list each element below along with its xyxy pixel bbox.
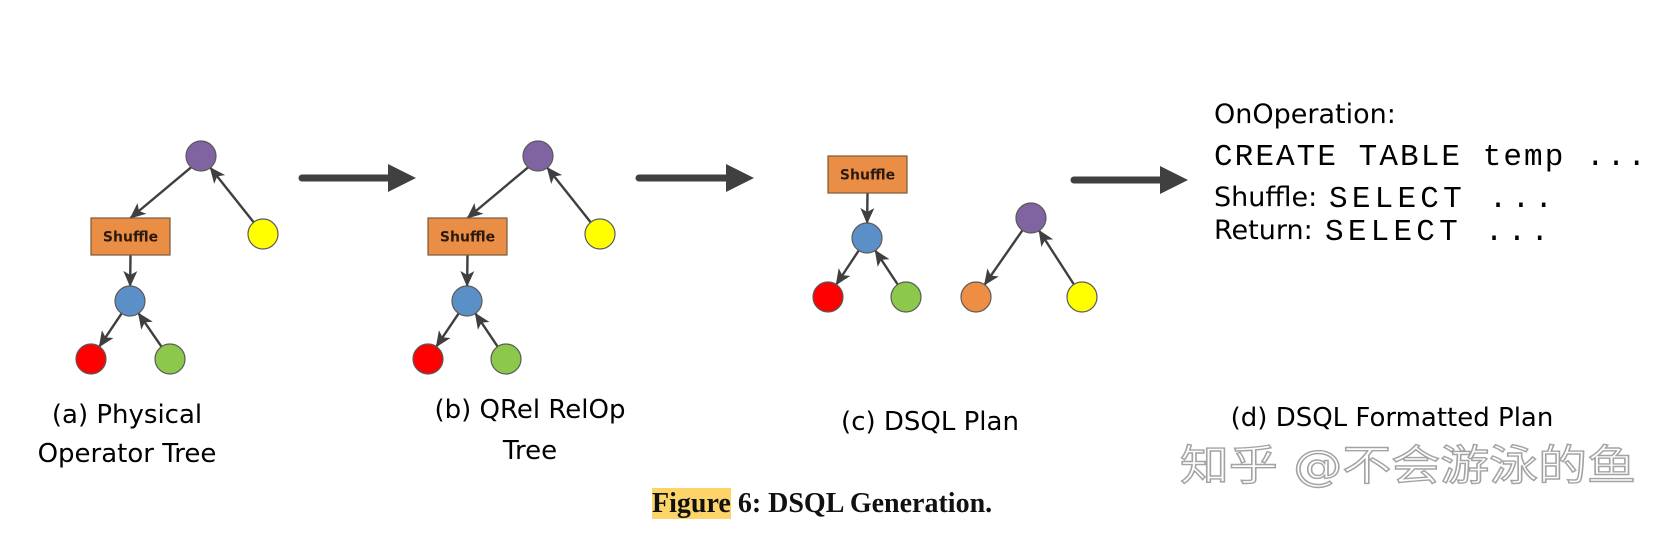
blue-operator-node [451, 285, 483, 317]
red-operator-node [812, 281, 844, 313]
plan-return-label: Return: [1214, 215, 1313, 246]
edge-blue-to-red [835, 249, 860, 286]
blue-operator-node [851, 222, 883, 254]
shuffle-operator-box: Shuffle [427, 217, 508, 256]
transition-arrow-a-to-b [298, 164, 416, 192]
purple-operator-node [522, 140, 554, 172]
transition-arrow-c-to-d [1070, 166, 1188, 194]
green-operator-node [490, 343, 522, 375]
edge-purple-to-shuffle [466, 166, 529, 219]
edge-green-to-blue [474, 312, 499, 348]
yellow-operator-node [247, 218, 279, 250]
label-c: (c) DSQL Plan [841, 407, 1019, 437]
orange-operator-node [960, 281, 992, 313]
edge-green-to-blue [874, 249, 899, 286]
red-operator-node [75, 343, 107, 375]
shuffle-operator-box: Shuffle [90, 217, 171, 256]
plan-shuffle-code: SELECT ... [1329, 182, 1553, 217]
edge-blue-to-red [435, 312, 460, 348]
label-a-line1: (a) Physical [52, 400, 202, 430]
edge-blue-to-red [98, 312, 123, 348]
watermark: 知乎 @不会游泳的鱼 [1180, 441, 1636, 490]
edge-purple-to-orange [983, 229, 1024, 286]
yellow-operator-node [1066, 281, 1098, 313]
green-operator-node [154, 343, 186, 375]
label-a-line2: Operator Tree [38, 439, 217, 469]
panel-physical-operator-tree: Shuffle [75, 140, 279, 375]
blue-operator-node [114, 285, 146, 317]
edge-green-to-blue [137, 312, 163, 348]
edge-yellow-to-purple [209, 166, 255, 224]
panel-dsql-plan: Shuffle [812, 155, 1098, 313]
edge-yellow-to-purple [1038, 229, 1075, 286]
green-operator-node [890, 281, 922, 313]
plan-return-code: SELECT ... [1325, 215, 1549, 250]
caption-figure-word: Figure [652, 488, 731, 519]
yellow-operator-node [584, 218, 616, 250]
red-operator-node [412, 343, 444, 375]
label-d: (d) DSQL Formatted Plan [1231, 403, 1554, 433]
caption-text: 6: DSQL Generation. [730, 488, 993, 519]
panel-qrel-relop-tree: Shuffle [412, 140, 616, 375]
figure-caption: Figure 6: DSQL Generation. [652, 488, 992, 520]
edge-purple-to-shuffle [129, 166, 192, 219]
plan-onoperation-label: OnOperation: [1214, 99, 1396, 130]
edge-yellow-to-purple [546, 166, 592, 224]
label-b-line2: Tree [502, 436, 557, 466]
shuffle-box-label: Shuffle [440, 230, 495, 246]
plan-create-table-code: CREATE TABLE temp ... [1214, 140, 1646, 175]
transition-arrow-b-to-c [635, 164, 754, 192]
shuffle-operator-box: Shuffle [827, 155, 908, 194]
purple-operator-node [185, 140, 217, 172]
purple-operator-node [1015, 202, 1047, 234]
formatted-plan: OnOperation: CREATE TABLE temp ... Shuff… [1214, 99, 1646, 250]
plan-shuffle-label: Shuffle: [1214, 182, 1317, 213]
shuffle-box-label: Shuffle [103, 230, 158, 246]
shuffle-box-label: Shuffle [840, 168, 895, 184]
label-b-line1: (b) QRel RelOp [435, 395, 626, 425]
